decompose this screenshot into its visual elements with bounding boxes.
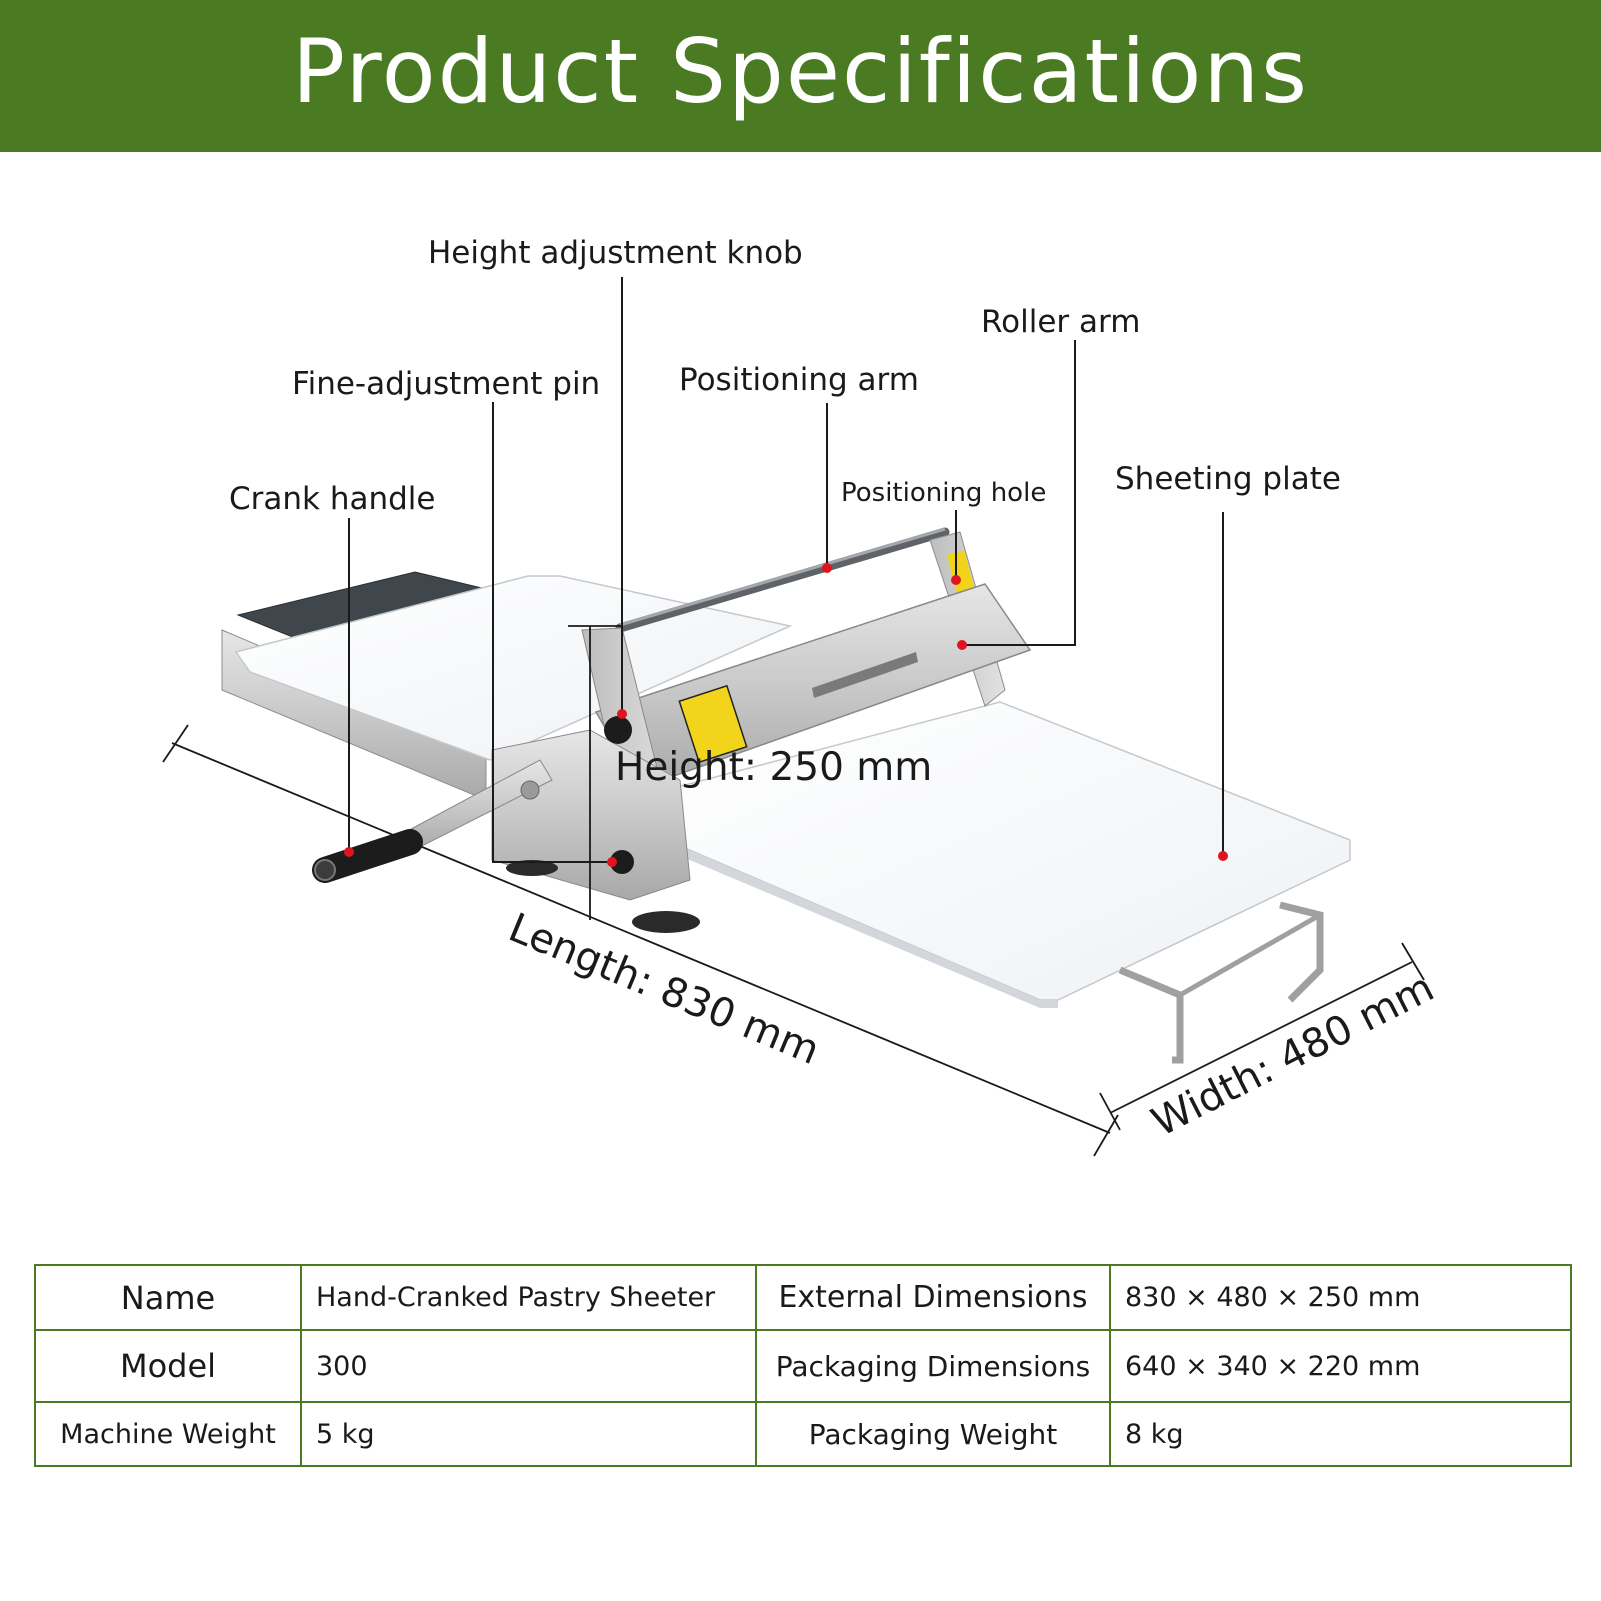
callout-positioning-hole: Positioning hole	[841, 478, 1046, 508]
spec-label: Packaging Weight	[755, 1401, 1111, 1467]
callout-roller-arm: Roller arm	[981, 304, 1140, 340]
plate-edge	[666, 840, 1058, 1008]
width-tick-left	[1099, 1092, 1121, 1131]
spec-value: Hand-Cranked Pastry Sheeter	[300, 1264, 757, 1331]
length-dimension-line	[171, 742, 1111, 1134]
warning-sticker	[678, 684, 748, 764]
specs-table: Name Hand-Cranked Pastry Sheeter Externa…	[34, 1264, 1572, 1467]
bracket-sticker	[946, 550, 976, 596]
marker-height-knob	[617, 709, 627, 719]
roller-arm-slot	[812, 652, 918, 698]
spec-label: Name	[34, 1264, 302, 1331]
spec-value: 300	[300, 1329, 757, 1403]
spec-value: 830 × 480 × 250 mm	[1109, 1264, 1572, 1331]
marker-dots	[344, 563, 1228, 867]
crank-handle-end	[314, 859, 336, 881]
spec-label: Model	[34, 1329, 302, 1403]
table-row: Model 300 Packaging Dimensions 640 × 340…	[34, 1329, 1572, 1403]
marker-positioning-arm	[822, 563, 832, 573]
dimension-height: Height: 250 mm	[615, 745, 932, 790]
marker-crank-handle	[344, 847, 354, 857]
spec-value: 640 × 340 × 220 mm	[1109, 1329, 1572, 1403]
dimension-lines	[162, 625, 1425, 1157]
callout-sheeting-plate: Sheeting plate	[1115, 461, 1341, 497]
leader-lines	[348, 277, 1224, 863]
width-dimension-line	[1109, 961, 1413, 1114]
table-row: Name Hand-Cranked Pastry Sheeter Externa…	[34, 1264, 1572, 1331]
marker-roller-arm	[957, 640, 967, 650]
height-knob	[604, 716, 632, 744]
marker-positioning-hole	[951, 575, 961, 585]
folding-leg-2	[1279, 901, 1324, 1003]
marker-fine-adjustment-pin	[607, 857, 617, 867]
spec-value: 5 kg	[300, 1401, 757, 1467]
crank-handle-grip	[312, 829, 423, 883]
callout-positioning-arm: Positioning arm	[679, 362, 919, 398]
length-tick-left	[162, 724, 189, 763]
table-row: Machine Weight 5 kg Packaging Weight 8 k…	[34, 1401, 1572, 1467]
suction-foot-right	[632, 911, 700, 933]
callout-crank-handle: Crank handle	[229, 481, 436, 517]
crank-pivot	[520, 780, 540, 800]
callout-height-adjustment-knob: Height adjustment knob	[428, 235, 803, 271]
positioning-rod	[615, 527, 950, 633]
leader-fine-adjustment-pin	[492, 402, 612, 863]
header-banner: Product Specifications	[0, 0, 1601, 152]
machine-illustration	[221, 527, 1351, 1064]
suction-foot-left	[506, 860, 558, 876]
spec-label: Packaging Dimensions	[755, 1329, 1111, 1403]
leg-crossbar	[1178, 912, 1322, 998]
spec-value: 8 kg	[1109, 1401, 1572, 1467]
width-tick-right	[1401, 942, 1425, 981]
fine-adjustment-knob	[610, 850, 634, 874]
page-title: Product Specifications	[292, 20, 1309, 123]
marker-sheeting-plate	[1218, 851, 1228, 861]
length-tick-right	[1093, 1114, 1119, 1157]
callout-fine-adjustment-pin: Fine-adjustment pin	[292, 366, 600, 402]
spec-label: External Dimensions	[755, 1264, 1111, 1331]
folding-leg	[1118, 966, 1184, 1064]
leader-roller-arm	[962, 340, 1076, 646]
rod-highlight	[619, 527, 946, 627]
spec-label: Machine Weight	[34, 1401, 302, 1467]
